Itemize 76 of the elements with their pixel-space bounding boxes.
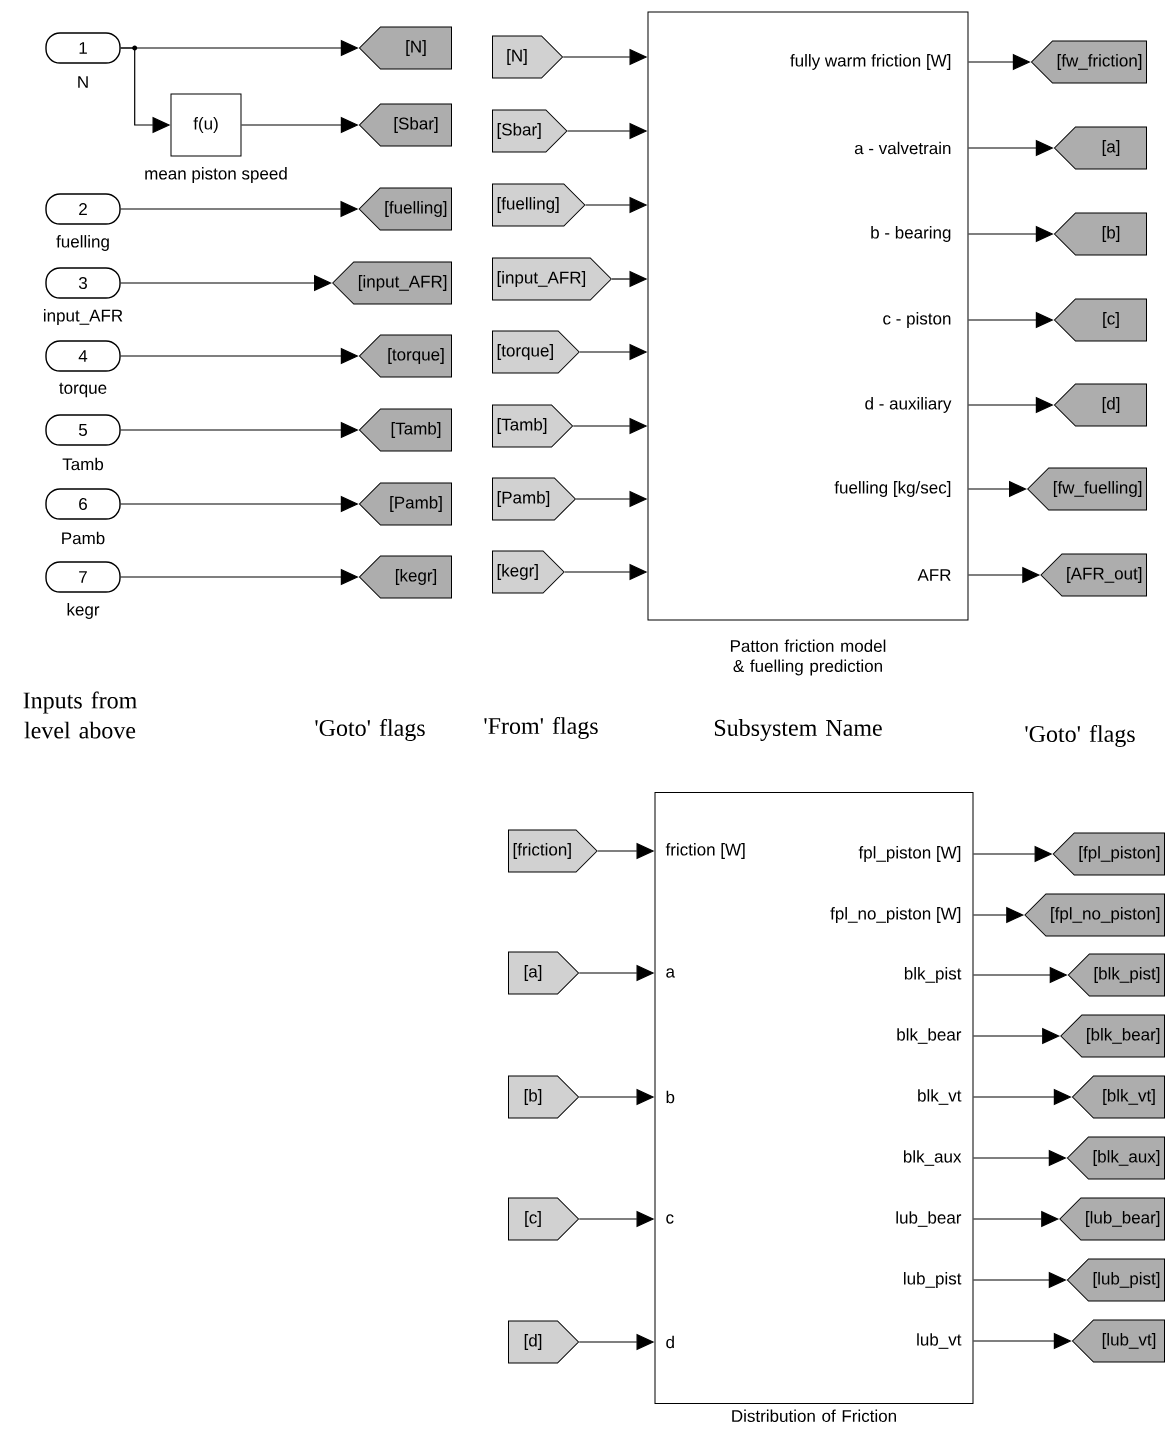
goto-flag: [kegr]	[359, 555, 452, 599]
node-label: d	[666, 1335, 674, 1349]
from-flag: [kegr]	[492, 550, 565, 594]
goto-flag: [blk_pist]	[1067, 953, 1165, 997]
goto-flag: [lub_vt]	[1072, 1319, 1165, 1363]
node-label: lub_pist	[904, 1272, 962, 1288]
section-caption: Inputs from level above	[23, 691, 137, 739]
from-flag: [Pamb]	[492, 477, 576, 521]
goto-flag: [Tamb]	[359, 408, 452, 452]
node-label: blk_aux	[903, 1150, 962, 1166]
from-flag: [torque]	[492, 330, 580, 374]
node-label: c - piston	[883, 312, 951, 328]
port-name: input_AFR	[44, 309, 123, 325]
goto-flag: [fw_friction]	[1031, 40, 1147, 84]
node-label: fully warm friction [W]	[790, 54, 951, 70]
node-label: lub_bear	[896, 1211, 962, 1227]
function-block: f(u)	[170, 93, 242, 157]
goto-flag: [blk_vt]	[1072, 1075, 1165, 1119]
block-name: mean piston speed	[145, 167, 287, 183]
goto-flag: [fpl_no_piston]	[1024, 893, 1165, 937]
from-flag: [Sbar]	[492, 109, 568, 153]
section-caption: 'From' flags	[484, 717, 598, 740]
from-flag: [N]	[492, 35, 563, 79]
block-name: Patton friction model & fuelling prediction	[730, 639, 886, 676]
goto-flag: [lub_pist]	[1066, 1258, 1165, 1302]
from-flag: [c]	[508, 1197, 579, 1241]
from-flag: [b]	[508, 1075, 579, 1119]
goto-flag: [lub_bear]	[1059, 1197, 1165, 1241]
node-label: b	[666, 1090, 675, 1104]
goto-flag: [a]	[1054, 126, 1147, 170]
goto-flag: [torque]	[359, 334, 452, 378]
goto-flag: [Pamb]	[359, 482, 452, 526]
goto-flag: [AFR_out]	[1040, 553, 1147, 597]
port-name: N	[78, 76, 88, 88]
from-flag: [fuelling]	[492, 183, 586, 227]
from-flag: [input_AFR]	[492, 257, 612, 301]
node-label: AFR	[917, 569, 951, 581]
block-name: Distribution of Friction	[732, 1409, 896, 1423]
node-label: d - auxiliary	[865, 397, 952, 413]
from-flag: [a]	[508, 951, 579, 995]
section-caption: 'Goto' flags	[1025, 725, 1135, 748]
node-label: a	[666, 968, 675, 978]
node-label: blk_pist	[904, 967, 962, 983]
node-label: friction [W]	[665, 843, 745, 859]
section-caption: 'Goto' flags	[315, 719, 425, 742]
goto-flag: [N]	[359, 26, 452, 70]
node-label: b - bearing	[871, 226, 951, 242]
goto-flag: [fw_fuelling]	[1027, 467, 1147, 511]
node-label: fpl_piston [W]	[858, 846, 961, 862]
goto-flag: [c]	[1054, 298, 1147, 342]
goto-flag: [blk_bear]	[1060, 1014, 1165, 1058]
port-name: torque	[59, 382, 107, 398]
goto-flag: [fuelling]	[358, 187, 452, 231]
port-name: fuelling	[56, 235, 109, 251]
port-name: kegr	[67, 603, 100, 619]
node-label: fpl_no_piston [W]	[830, 907, 961, 923]
node-label: a - valvetrain	[854, 141, 951, 155]
node-label: lub_vt	[917, 1333, 962, 1349]
node-label: fuelling [kg/sec]	[834, 481, 951, 497]
port-name: Pamb	[62, 531, 105, 545]
subsystem-block: friction [W] a b c d fpl_piston [W] fpl_no_piston [W] blk_pist blk_bear blk_vt blk_aux lub_bear lub_pist lub_vt	[654, 792, 974, 1404]
goto-flag: [blk_aux]	[1066, 1136, 1165, 1180]
section-caption: Subsystem Name	[714, 719, 882, 741]
node-label: blk_vt	[918, 1089, 962, 1105]
node-label: blk_bear	[897, 1028, 962, 1044]
from-flag: [d]	[508, 1320, 579, 1364]
goto-flag: [Sbar]	[359, 103, 452, 147]
goto-flag: [fpl_piston]	[1052, 832, 1165, 876]
goto-flag: [input_AFR]	[332, 261, 452, 305]
goto-flag: [d]	[1054, 383, 1147, 427]
from-flag: [Tamb]	[492, 404, 573, 448]
port-name: Tamb	[62, 457, 104, 471]
node-label: c	[666, 1214, 674, 1224]
from-flag: [friction]	[508, 829, 598, 873]
goto-flag: [b]	[1054, 212, 1147, 256]
subsystem-block: fully warm friction [W] a - valvetrain b - bearing c - piston d - auxiliary fuelling [kg/sec] AFR	[647, 11, 969, 621]
